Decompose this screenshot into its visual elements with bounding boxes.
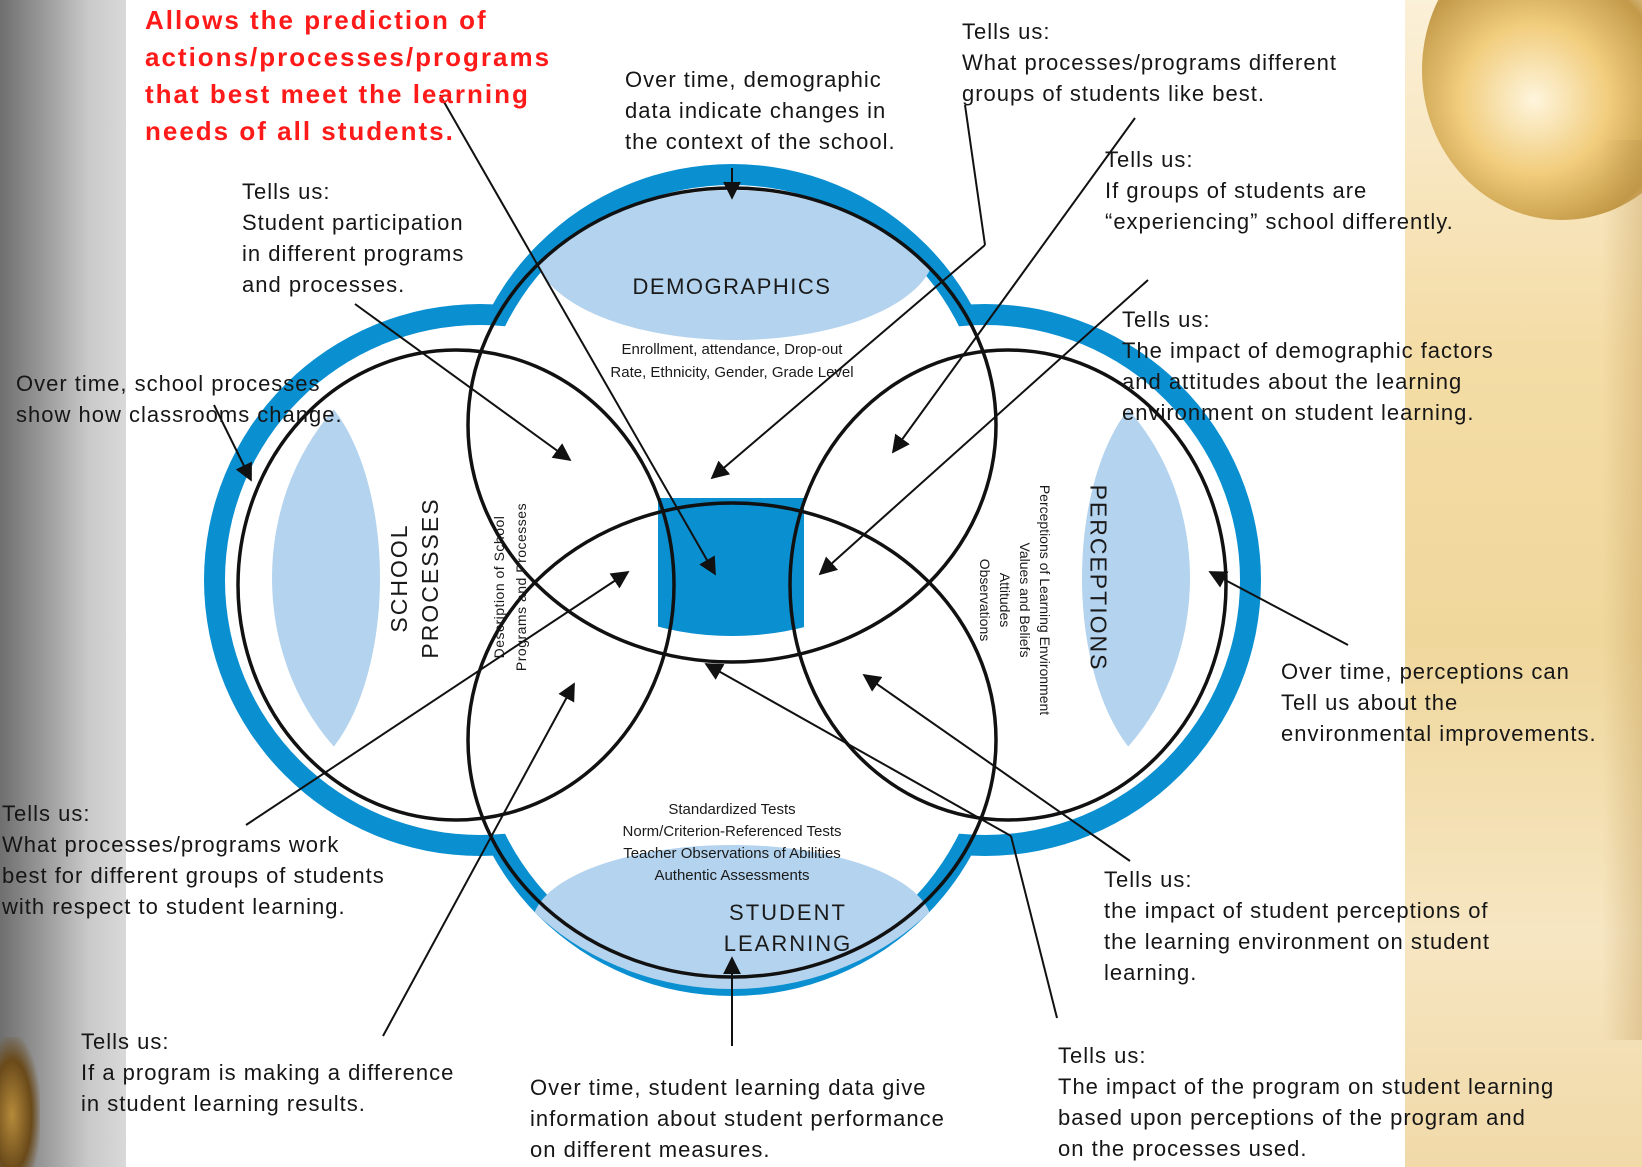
left-background-photo (0, 0, 126, 1167)
callout-line: and processes. (242, 272, 406, 297)
callout-line: the learning environment on student (1104, 929, 1491, 954)
perceptions-item: Attitudes (997, 572, 1013, 628)
making-difference-callout: Tells us: If a program is making a diffe… (81, 1026, 454, 1119)
student-learning-item: Authentic Assessments (654, 867, 810, 884)
callout-line: Over time, perceptions can (1281, 659, 1570, 684)
callout-line: The impact of demographic factors (1122, 338, 1494, 363)
perceptions-item: Perceptions of Learning Environment (1037, 484, 1053, 716)
school-processes-title-line: PROCESSES (417, 497, 443, 659)
callout-line: that best meet the learning (145, 79, 530, 109)
groups-like-best-callout: Tells us: What processes/programs differ… (962, 16, 1337, 109)
student-learning-title-line: STUDENT (729, 900, 847, 925)
callout-line: in student learning results. (81, 1091, 366, 1116)
callout-line: environmental improvements. (1281, 721, 1597, 746)
learning-over-time-callout: Over time, student learning data give in… (530, 1072, 945, 1165)
callout-line: learning. (1104, 960, 1198, 985)
callout-line: data indicate changes in (625, 98, 887, 123)
callout-line: Tells us: (1105, 147, 1194, 172)
callout-line: What processes/programs different (962, 50, 1337, 75)
callout-line: on the processes used. (1058, 1136, 1308, 1161)
school-processes-item: Programs and Processes (513, 502, 529, 672)
prediction-callout: Allows the prediction of actions/process… (145, 2, 551, 150)
callout-line: show how classrooms change. (16, 402, 343, 427)
student-learning-title-line: LEARNING (723, 931, 853, 956)
experiencing-callout: Tells us: If groups of students are “exp… (1105, 144, 1454, 237)
callout-line: Tells us: (1122, 307, 1211, 332)
school-processes-title-line: SCHOOL (386, 523, 412, 633)
callout-line: environment on student learning. (1122, 400, 1475, 425)
callout-line: Tells us: (1104, 867, 1193, 892)
callout-line: groups of students like best. (962, 81, 1265, 106)
callout-line: Tells us: (962, 19, 1051, 44)
callout-line: Allows the prediction of (145, 5, 488, 35)
student-learning-item: Teacher Observations of Abilities (623, 845, 841, 862)
callout-line: in different programs (242, 241, 465, 266)
callout-line: Tells us: (242, 179, 331, 204)
center-intersection (658, 498, 804, 636)
demographics-over-time-callout: Over time, demographic data indicate cha… (625, 64, 896, 157)
callout-line: on different measures. (530, 1137, 771, 1162)
processes-over-time-callout: Over time, school processes show how cla… (16, 368, 343, 430)
callout-line: If groups of students are (1105, 178, 1368, 203)
perceptions-title: PERCEPTIONS (1085, 484, 1112, 672)
demographics-title: DEMOGRAPHICS (632, 274, 832, 299)
right-background-photo (1405, 0, 1642, 1167)
callout-line: with respect to student learning. (2, 894, 346, 919)
callout-line: What processes/programs work (2, 832, 340, 857)
callout-line: best for different groups of students (2, 863, 385, 888)
perceptions-item: Observations (977, 558, 993, 642)
perceptions-item: Values and Beliefs (1017, 542, 1033, 658)
demographics-item: Rate, Ethnicity, Gender, Grade Level (610, 364, 854, 381)
work-best-callout: Tells us: What processes/programs work b… (2, 798, 385, 922)
callout-line: Tells us: (2, 801, 91, 826)
callout-line: If a program is making a difference (81, 1060, 455, 1085)
demographics-items: Enrollment, attendance, Drop-out Rate, E… (572, 338, 892, 384)
callout-line: Over time, school processes (16, 371, 321, 396)
school-processes-items: Description of School Programs and Proce… (488, 503, 532, 671)
callout-line: based upon perceptions of the program an… (1058, 1105, 1526, 1130)
callout-line: Over time, demographic (625, 67, 882, 92)
school-processes-circle (236, 348, 676, 822)
callout-line: Tells us: (81, 1029, 170, 1054)
callout-line: Over time, student learning data give (530, 1075, 927, 1100)
participation-callout: Tells us: Student participation in diffe… (242, 176, 464, 300)
school-processes-title: SCHOOL PROCESSES (384, 497, 446, 658)
callout-line: the impact of student perceptions of (1104, 898, 1489, 923)
student-learning-item: Standardized Tests (668, 801, 796, 818)
callout-line: actions/processes/programs (145, 42, 552, 72)
callout-line: information about student performance (530, 1106, 945, 1131)
arrows (213, 94, 1349, 1046)
school-processes-item: Description of School (491, 515, 507, 659)
demographics-item: Enrollment, attendance, Drop-out (621, 341, 843, 358)
callout-line: the context of the school. (625, 129, 896, 154)
callout-line: and attitudes about the learning (1122, 369, 1463, 394)
callout-line: Student participation (242, 210, 464, 235)
student-learning-items: Standardized Tests Norm/Criterion-Refere… (582, 799, 882, 887)
callout-line: The impact of the program on student lea… (1058, 1074, 1555, 1099)
student-learning-item: Norm/Criterion-Referenced Tests (622, 823, 842, 840)
perceptions-over-time-callout: Over time, perceptions can Tell us about… (1281, 656, 1597, 749)
callout-line: Tells us: (1058, 1043, 1147, 1068)
demographic-impact-callout: Tells us: The impact of demographic fact… (1122, 304, 1494, 428)
program-impact-callout: Tells us: The impact of the program on s… (1058, 1040, 1554, 1164)
callout-line: needs of all students. (145, 116, 455, 146)
callout-line: “experiencing” school differently. (1105, 209, 1454, 234)
callout-line: Tell us about the (1281, 690, 1459, 715)
perceptions-items: Perceptions of Learning Environment Valu… (975, 485, 1055, 715)
student-learning-title: STUDENT LEARNING (688, 897, 888, 959)
perceptions-impact-callout: Tells us: the impact of student percepti… (1104, 864, 1490, 988)
